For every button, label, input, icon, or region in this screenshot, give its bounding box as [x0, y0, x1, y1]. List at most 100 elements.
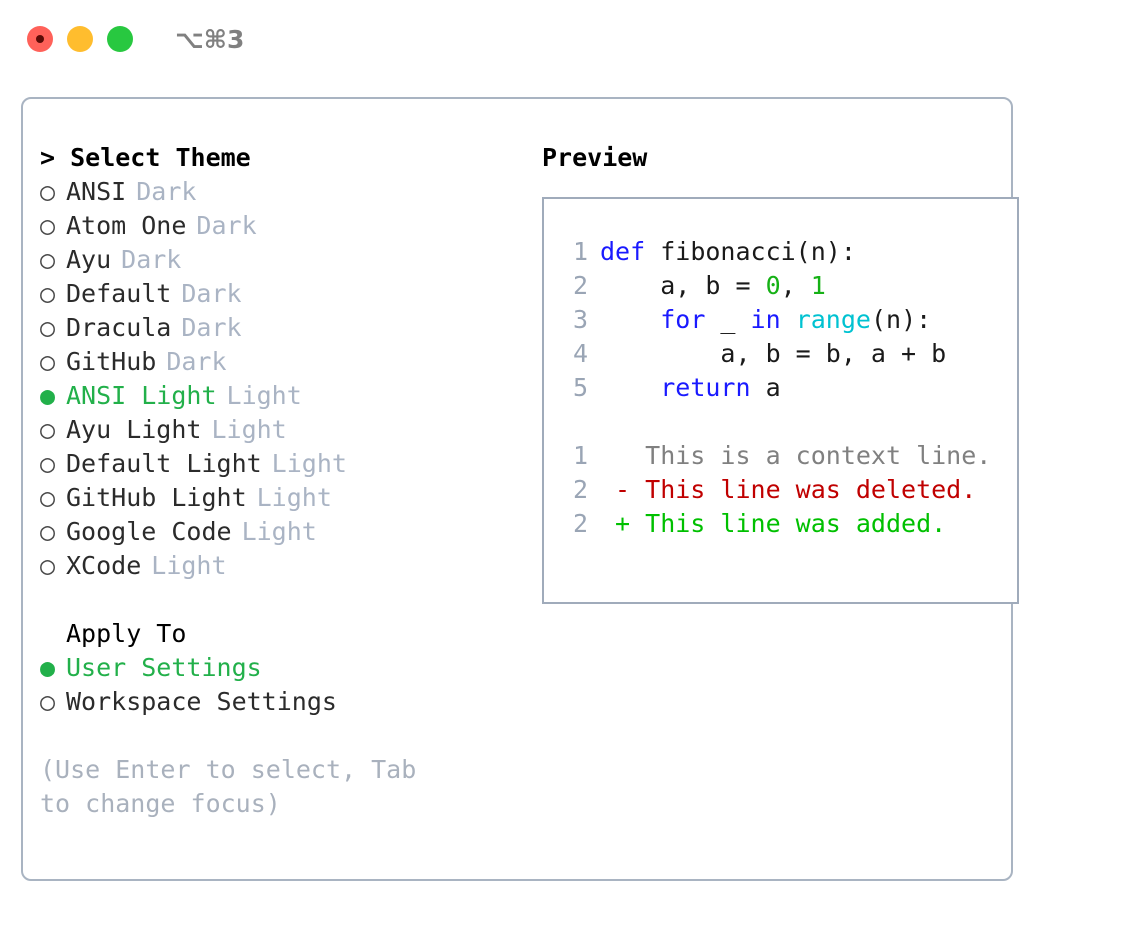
diff-sample: 1 This is a context line.2 - This line w…	[562, 439, 1017, 541]
minimize-window-icon[interactable]	[67, 26, 93, 52]
code-token-kw: def	[600, 237, 661, 266]
code-token-kw: return	[660, 373, 751, 402]
code-token-kw: for	[660, 305, 706, 334]
theme-option-label: Ayu	[66, 245, 112, 274]
code-token-fn: range	[795, 305, 871, 334]
code-token-plain: fibonacci(n):	[660, 237, 856, 266]
radio-unselected-icon: ○	[40, 687, 56, 716]
code-token-num: 0	[765, 271, 781, 300]
apply-to-list: ● User Settings ○ Workspace Settings	[40, 651, 520, 719]
radio-unselected-icon: ○	[40, 347, 56, 376]
apply-to-option-label: User Settings	[66, 653, 262, 682]
preview-title: Preview	[542, 143, 648, 172]
diff-line-ctx: 1 This is a context line.	[562, 439, 1017, 473]
code-token-plain: ,	[780, 271, 811, 300]
select-theme-header: > Select Theme	[40, 143, 251, 172]
code-line: 3 for _ in range(n):	[562, 303, 1017, 337]
theme-option-variant: Light	[226, 381, 302, 410]
diff-line-text: + This line was added.	[600, 509, 947, 538]
close-window-icon[interactable]	[27, 26, 53, 52]
diff-line-del: 2 - This line was deleted.	[562, 473, 1017, 507]
radio-unselected-icon: ○	[40, 551, 56, 580]
theme-option-variant: Dark	[121, 245, 182, 274]
hint-spacer	[40, 719, 520, 753]
theme-option-variant: Light	[241, 517, 317, 546]
theme-option-label: ANSI	[66, 177, 127, 206]
apply-to-option-workspace-settings[interactable]: ○ Workspace Settings	[40, 685, 520, 719]
radio-unselected-icon: ○	[40, 483, 56, 512]
apply-to-option-user-settings[interactable]: ● User Settings	[40, 651, 520, 685]
radio-unselected-icon: ○	[40, 211, 56, 240]
code-line-number: 5	[572, 373, 588, 402]
code-token-kw: in	[750, 305, 781, 334]
theme-option-variant: Dark	[181, 279, 242, 308]
apply-to-option-label: Workspace Settings	[66, 687, 337, 716]
code-token-plain: (n):	[870, 305, 932, 334]
theme-option-github[interactable]: ○ GitHub Dark	[40, 345, 520, 379]
code-line-number: 4	[572, 339, 588, 368]
keyboard-shortcut-label: ⌥⌘3	[175, 24, 245, 54]
theme-option-label: GitHub	[66, 347, 157, 376]
diff-line-text: This is a context line.	[600, 441, 992, 470]
radio-selected-icon: ●	[40, 653, 56, 682]
code-line-number: 2	[572, 271, 588, 300]
maximize-window-icon[interactable]	[107, 26, 133, 52]
theme-option-variant: Light	[151, 551, 227, 580]
theme-option-label: Dracula	[66, 313, 172, 342]
radio-unselected-icon: ○	[40, 245, 56, 274]
diff-line-number: 2	[572, 475, 588, 504]
keyboard-hint-text: (Use Enter to select, Tab to change focu…	[40, 755, 417, 818]
theme-option-google-code[interactable]: ○ Google Code Light	[40, 515, 520, 549]
radio-selected-icon: ●	[40, 381, 56, 410]
code-token-num: 1	[810, 271, 826, 300]
code-token-plain: a, b =	[600, 271, 766, 300]
theme-option-variant: Light	[256, 483, 332, 512]
theme-option-label: Google Code	[66, 517, 232, 546]
theme-option-default[interactable]: ○ Default Dark	[40, 277, 520, 311]
theme-option-label: Default	[66, 279, 172, 308]
theme-option-ayu-light[interactable]: ○ Ayu Light Light	[40, 413, 520, 447]
radio-unselected-icon: ○	[40, 415, 56, 444]
theme-option-label: ANSI Light	[66, 381, 217, 410]
code-line: 5 return a	[562, 371, 1017, 405]
theme-option-variant: Dark	[166, 347, 227, 376]
theme-option-github-light[interactable]: ○ GitHub Light Light	[40, 481, 520, 515]
radio-unselected-icon: ○	[40, 177, 56, 206]
preview-column: Preview 1 def fibonacci(n): 2 a, b = 0, 1 3…	[520, 141, 1019, 879]
theme-option-label: Ayu Light	[66, 415, 202, 444]
code-line-number: 3	[572, 305, 588, 334]
code-line: 4 a, b = b, a + b	[562, 337, 1017, 371]
theme-option-label: GitHub Light	[66, 483, 247, 512]
apply-to-header: Apply To	[66, 619, 187, 648]
radio-unselected-icon: ○	[40, 279, 56, 308]
theme-option-variant: Dark	[181, 313, 242, 342]
preview-box: 1 def fibonacci(n): 2 a, b = 0, 1 3 for _ i…	[542, 197, 1019, 604]
theme-option-variant: Light	[211, 415, 287, 444]
list-spacer	[40, 583, 520, 617]
theme-option-variant: Light	[271, 449, 347, 478]
code-line-number: 1	[572, 237, 588, 266]
code-sample: 1 def fibonacci(n): 2 a, b = 0, 1 3 for _ i…	[562, 235, 1017, 405]
diff-line-number: 2	[572, 509, 588, 538]
radio-unselected-icon: ○	[40, 449, 56, 478]
code-token-plain: a, b = b, a + b	[600, 339, 947, 368]
theme-option-xcode[interactable]: ○ XCode Light	[40, 549, 520, 583]
code-token-plain	[600, 305, 660, 334]
theme-option-default-light[interactable]: ○ Default Light Light	[40, 447, 520, 481]
theme-option-label: Default Light	[66, 449, 262, 478]
theme-option-ayu[interactable]: ○ Ayu Dark	[40, 243, 520, 277]
diff-line-number: 1	[572, 441, 588, 470]
theme-option-ansi-light[interactable]: ● ANSI Light Light	[40, 379, 520, 413]
code-token-plain: a	[750, 373, 781, 402]
theme-option-label: Atom One	[66, 211, 187, 240]
code-token-plain	[600, 373, 660, 402]
theme-option-label: XCode	[66, 551, 142, 580]
radio-unselected-icon: ○	[40, 517, 56, 546]
